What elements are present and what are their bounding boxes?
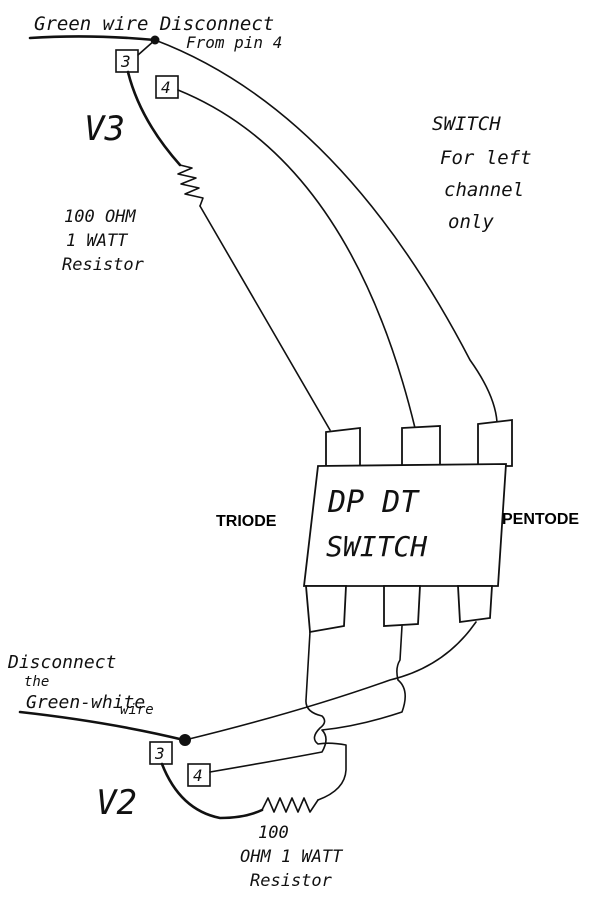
v3-pin3-to-resistor-wire [126, 70, 182, 167]
v3-green-wire [28, 35, 157, 42]
switch-note-line4: only [448, 211, 494, 233]
switch-note-line1: SWITCH [432, 113, 501, 135]
v3-disconnect-note-line1: Green wire Disconnect [34, 13, 274, 35]
v2-resistor-label-line2: OHM 1 WATT [240, 847, 344, 867]
v3-resistor-symbol [177, 164, 204, 207]
switch-note-line2: For left [440, 147, 532, 169]
v3-resistor-to-switch-wire [199, 205, 331, 431]
v3-tube-label: V3 [84, 109, 125, 149]
switch-top-terminal-1 [325, 426, 361, 467]
switch-bottom-terminal-2 [383, 585, 421, 627]
v2-note-line3: Green-white [26, 692, 145, 713]
v3-resistor-label-line1: 100 OHM [64, 207, 136, 227]
v3-pin4-to-switch-wire [177, 89, 416, 429]
switch-top-terminal-3 [477, 418, 513, 467]
v3-pin3-label: 3 [120, 52, 131, 71]
v2-pin4-label: 4 [193, 766, 203, 785]
v2-resistor-to-switch-wire [305, 631, 347, 801]
v2-note-line1: Disconnect [7, 652, 116, 673]
v3-resistor-label-line3: Resistor [62, 255, 145, 275]
v2-pin4-to-switch-wire [209, 625, 406, 773]
v2-note-line4: wire [120, 702, 154, 718]
v3-disconnect-note-line2: From pin 4 [186, 33, 282, 52]
v3-resistor-label-line2: 1 WATT [66, 231, 129, 251]
v2-tube-label: V2 [96, 783, 137, 823]
pentode-label: PENTODE [502, 511, 579, 528]
switch-bottom-terminal-1 [305, 585, 347, 634]
v2-pin3-label: 3 [154, 744, 165, 763]
v2-resistor-symbol [261, 797, 319, 813]
v3-junction-to-pin3-wire [137, 39, 156, 56]
switch-bottom-terminal-3 [457, 585, 493, 624]
v2-note-line2: the [24, 674, 49, 690]
dpdt-switch-body [302, 463, 507, 587]
triode-label: TRIODE [216, 513, 277, 530]
v2-pin4-box [187, 763, 211, 787]
v3-pin4-label: 4 [161, 78, 171, 97]
switch-title-line1: DP DT [327, 485, 420, 520]
switch-note-line3: channel [444, 179, 524, 201]
v3-junction-to-switch-wire [154, 39, 498, 423]
v2-resistor-label-line1: 100 [258, 823, 289, 843]
v2-pin3-to-resistor-wire [160, 762, 264, 820]
switch-top-terminal-2 [401, 425, 441, 467]
v2-resistor-label-line3: Resistor [250, 871, 333, 891]
v2-green-white-wire [18, 710, 186, 742]
v2-junction-to-switch-wire [184, 621, 477, 741]
switch-title-line2: SWITCH [326, 530, 427, 563]
v3-pin4-box [155, 75, 179, 99]
